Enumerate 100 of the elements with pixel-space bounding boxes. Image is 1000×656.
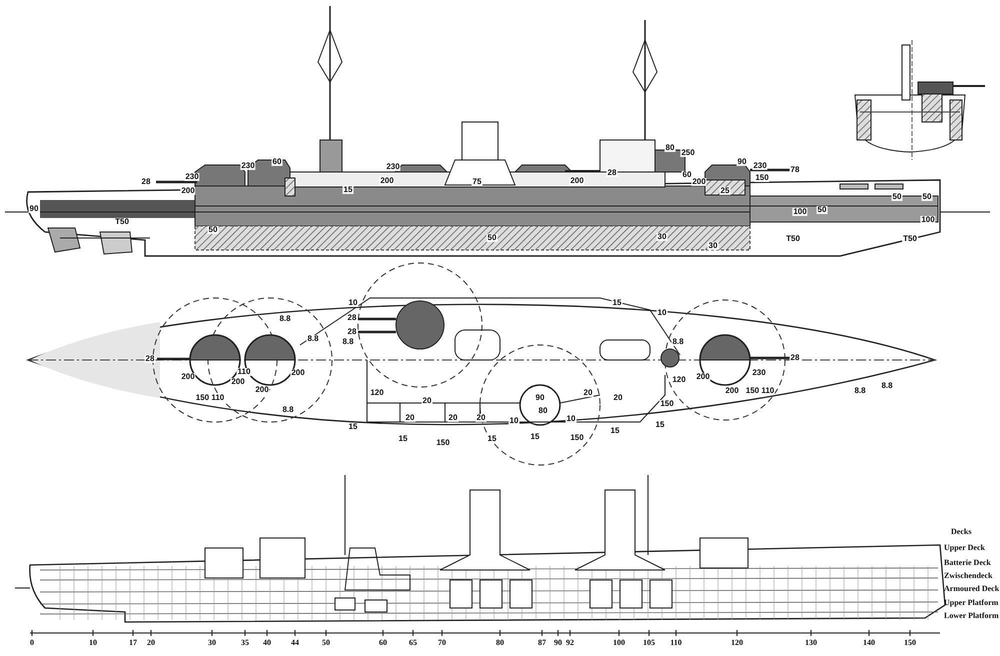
armor-thickness-label: 20 — [476, 414, 486, 422]
armor-thickness-label: 60 — [682, 171, 692, 179]
armor-thickness-label: 230 — [385, 163, 401, 171]
armor-thickness-label: 80 — [538, 407, 548, 415]
frame-number: 0 — [29, 639, 35, 647]
frame-number: 100 — [612, 639, 626, 647]
armor-thickness-label: 20 — [582, 389, 594, 397]
armor-thickness-label: 150 — [754, 174, 770, 182]
armor-thickness-label: 28 — [144, 355, 156, 363]
deck-list-heading: Decks — [950, 528, 972, 536]
armor-thickness-label: 150 — [569, 434, 585, 442]
frame-number: 110 — [669, 639, 683, 647]
armor-thickness-label: 28 — [346, 328, 358, 336]
frame-number: 150 — [903, 639, 917, 647]
armor-thickness-label: 15 — [654, 421, 666, 429]
armor-thickness-label: 200 — [569, 177, 585, 185]
armor-thickness-label: 15 — [348, 423, 358, 431]
armor-thickness-label: 230 — [184, 173, 200, 181]
armor-thickness-label: 100 — [920, 216, 936, 224]
armor-thickness-label: 28 — [346, 314, 358, 322]
deck-name: Batterie Deck — [943, 559, 992, 567]
armor-thickness-label: 150 110 — [194, 394, 226, 402]
armor-thickness-label: 15 — [612, 299, 622, 307]
armor-thickness-label: 200 — [180, 187, 196, 195]
armor-thickness-label: 150 — [435, 439, 451, 447]
deck-name: Upper Deck — [943, 544, 986, 552]
armor-thickness-label: 25 — [720, 187, 730, 195]
armor-thickness-label: 50 — [892, 193, 902, 201]
armor-thickness-label: 20 — [404, 414, 416, 422]
frame-number: 30 — [207, 639, 217, 647]
frame-number: 80 — [495, 639, 505, 647]
armor-thickness-label: 60 — [272, 158, 282, 166]
armor-thickness-label: 90 — [534, 394, 546, 402]
armor-thickness-label: 100 — [792, 208, 808, 216]
frame-number: 140 — [862, 639, 876, 647]
armor-thickness-label: 8.8 — [880, 382, 894, 390]
deck-name: Zwischendeck — [943, 572, 994, 580]
armor-thickness-label: 200 — [230, 378, 246, 386]
armor-thickness-label: 8.8 — [306, 335, 320, 343]
armor-thickness-label: 8.8 — [281, 406, 295, 414]
armor-thickness-label: 78 — [790, 166, 800, 174]
frame-number: 120 — [730, 639, 744, 647]
armor-thickness-label: 90 — [736, 158, 748, 166]
frame-number: 17 — [128, 639, 138, 647]
armor-thickness-label: 150 110 — [744, 387, 776, 395]
armor-thickness-label: 28 — [140, 178, 152, 186]
armor-thickness-label: 110 — [236, 368, 252, 376]
armor-thickness-label: 10 — [566, 415, 576, 423]
armor-thickness-label: 200 — [290, 369, 306, 377]
armor-thickness-label: 30 — [656, 233, 668, 241]
armor-thickness-label: 80 — [664, 144, 676, 152]
armor-thickness-label: 20 — [422, 397, 432, 405]
armor-thickness-label: 10 — [508, 417, 520, 425]
armor-thickness-label: 10 — [348, 299, 358, 307]
armor-thickness-label: T50 — [785, 235, 801, 243]
armor-thickness-label: 15 — [610, 427, 620, 435]
armor-thickness-label: 120 — [671, 376, 687, 384]
frame-number: 20 — [146, 639, 156, 647]
armor-thickness-label: 8.8 — [671, 338, 685, 346]
armor-thickness-label: 250 — [680, 149, 696, 157]
armor-thickness-label: T50 — [902, 235, 918, 243]
frame-number: 40 — [262, 639, 272, 647]
frame-number: 87 — [537, 639, 547, 647]
armor-thickness-label: 15 — [486, 435, 498, 443]
deck-name: Lower Platform — [943, 612, 1000, 620]
armor-thickness-label: 50 — [208, 226, 218, 234]
armor-thickness-label: 200 — [695, 373, 711, 381]
armor-thickness-label: 90 — [28, 205, 40, 213]
armor-thickness-label: 200 — [180, 373, 196, 381]
armor-thickness-label: 75 — [472, 178, 482, 186]
armor-thickness-label: 8.8 — [853, 387, 867, 395]
armor-thickness-label: 8.8 — [278, 315, 292, 323]
armor-thickness-label: 230 — [751, 369, 767, 377]
deck-name: Armoured Deck — [943, 585, 1000, 593]
armor-thickness-label: 15 — [530, 433, 540, 441]
armor-thickness-label: 28 — [606, 169, 618, 177]
armor-thickness-label: 28 — [790, 354, 800, 362]
armor-thickness-label: 150 — [659, 400, 675, 408]
armor-thickness-label: 200 — [254, 386, 270, 394]
frame-number: 50 — [321, 639, 331, 647]
frame-number: 44 — [290, 639, 300, 647]
armor-thickness-label: 230 — [240, 162, 256, 170]
armor-thickness-label: 50 — [922, 193, 932, 201]
armor-thickness-label: 30 — [708, 242, 718, 250]
armor-thickness-label: 15 — [398, 435, 408, 443]
armor-thickness-label: 20 — [448, 414, 458, 422]
frame-number: 92 — [565, 639, 575, 647]
frame-number: 35 — [240, 639, 250, 647]
armor-thickness-label: 200 — [691, 178, 707, 186]
frame-number: 65 — [408, 639, 418, 647]
armor-thickness-label: 15 — [342, 186, 354, 194]
armor-thickness-label: 50 — [486, 234, 498, 242]
frame-number: 130 — [804, 639, 818, 647]
frame-number: 60 — [378, 639, 388, 647]
frame-number: 90 — [553, 639, 563, 647]
armor-thickness-label: 200 — [724, 387, 740, 395]
armor-thickness-label: 10 — [656, 309, 668, 317]
frame-number: 10 — [88, 639, 98, 647]
armor-thickness-label: 120 — [369, 389, 385, 397]
armor-thickness-label: 20 — [612, 394, 624, 402]
